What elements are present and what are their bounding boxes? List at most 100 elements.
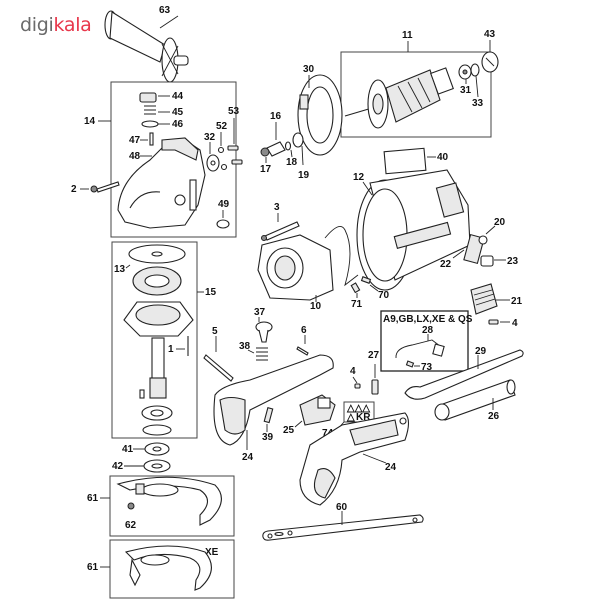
part-30-fan-baffle <box>297 74 343 156</box>
part-33-washer <box>470 63 480 77</box>
leader-63 <box>159 15 179 29</box>
label-30: 30 <box>303 64 315 75</box>
label-18: 18 <box>286 157 298 168</box>
label-11: 11 <box>402 30 413 41</box>
part-12-motor-housing <box>356 169 471 291</box>
label-32: 32 <box>204 132 216 143</box>
variant-box-title: A9,GB,LX,XE & QS <box>383 314 473 325</box>
part-60-spanner <box>262 514 424 541</box>
guard-xe-box <box>109 539 235 599</box>
part-61-guard <box>116 476 222 526</box>
armature-box <box>340 51 492 138</box>
part-11-armature <box>344 67 454 129</box>
label-73: 73 <box>421 362 433 373</box>
label-19: 19 <box>298 170 310 181</box>
part-23-brush <box>480 255 494 267</box>
label-10: 10 <box>310 301 322 312</box>
label-20: 20 <box>494 217 506 228</box>
svg-text:△: △ <box>346 412 355 423</box>
side-handle-part <box>104 10 189 83</box>
svg-text:△△△: △△△ <box>346 403 370 414</box>
label-62: 62 <box>125 520 137 531</box>
label-16: 16 <box>270 111 282 122</box>
logo-text-kala: kala <box>53 14 92 36</box>
part-2-screw <box>96 181 120 193</box>
label-23: 23 <box>507 256 519 267</box>
label-13: 13 <box>114 264 126 275</box>
label-4a: 4 <box>512 318 518 329</box>
label-52: 52 <box>216 121 228 132</box>
label-24a: 24 <box>242 452 254 463</box>
label-17: 17 <box>260 164 272 175</box>
label-24b: 24 <box>385 462 397 473</box>
label-44: 44 <box>172 91 184 102</box>
label-33: 33 <box>472 98 484 109</box>
label-27: 27 <box>368 350 380 361</box>
label-29: 29 <box>475 346 487 357</box>
label-42: 42 <box>112 461 124 472</box>
part-40-label-plate <box>383 147 427 175</box>
part-71-connector <box>350 282 361 294</box>
part-47-pin <box>149 132 154 146</box>
part-62-nut <box>127 502 135 510</box>
label-46: 46 <box>172 119 184 130</box>
part-73-connector <box>405 360 415 368</box>
label-48: 48 <box>129 151 141 162</box>
label-21: 21 <box>511 296 523 307</box>
part-44-cap <box>139 92 157 103</box>
label-31: 31 <box>460 85 472 96</box>
part-18-washer <box>284 141 292 151</box>
label-15: 15 <box>205 287 217 298</box>
label-40: 40 <box>437 152 449 163</box>
kr-badge: KR <box>356 412 371 423</box>
label-26: 26 <box>488 411 500 422</box>
part-4-screw-b <box>354 383 361 389</box>
label-39: 39 <box>262 432 274 443</box>
variant-parts-box <box>380 310 469 372</box>
label-43: 43 <box>484 29 496 40</box>
part-6-screw <box>296 346 309 356</box>
part-61-guard-xe <box>124 545 212 591</box>
part-29-cord <box>404 349 524 400</box>
label-70: 70 <box>378 290 390 301</box>
logo-text-digi: digi <box>20 14 54 36</box>
part-4-screw <box>488 319 499 325</box>
label-41: 41 <box>122 444 134 455</box>
label-61a: 61 <box>87 493 99 504</box>
label-2: 2 <box>71 184 77 195</box>
label-47: 47 <box>129 135 141 146</box>
label-12: 12 <box>353 172 365 183</box>
part-10-field-stator <box>257 225 359 301</box>
label-37: 37 <box>254 307 266 318</box>
guard-box <box>109 475 235 537</box>
label-63: 63 <box>159 5 171 16</box>
part-28-wire <box>395 339 441 359</box>
part-24-handle-half-right <box>299 412 410 506</box>
part-20-switch <box>463 233 488 265</box>
part-70-connector <box>360 276 372 284</box>
part-53-screw <box>227 145 239 151</box>
label-3: 3 <box>274 202 280 213</box>
part-16-nut-sleeve <box>266 141 286 157</box>
label-28: 28 <box>422 325 434 336</box>
label-22: 22 <box>440 259 452 270</box>
part-17-nut <box>260 147 270 157</box>
digikala-logo[interactable]: digikala <box>20 14 92 36</box>
part-46-plate <box>141 120 159 128</box>
label-4b: 4 <box>350 366 356 377</box>
variant-guard-label: XE <box>205 547 219 558</box>
part-45-spring <box>144 105 156 115</box>
spindle-assembly-box <box>111 241 198 439</box>
part-24-handle-half-left <box>213 354 334 446</box>
label-60: 60 <box>336 502 348 513</box>
part-49-nut <box>216 219 230 229</box>
label-53: 53 <box>228 106 240 117</box>
label-45: 45 <box>172 107 184 118</box>
part-5-screw <box>203 354 234 382</box>
part-38-spring <box>256 347 268 361</box>
label-61b: 61 <box>87 562 99 573</box>
label-25: 25 <box>283 425 295 436</box>
label-6: 6 <box>301 325 307 336</box>
label-14: 14 <box>84 116 96 127</box>
